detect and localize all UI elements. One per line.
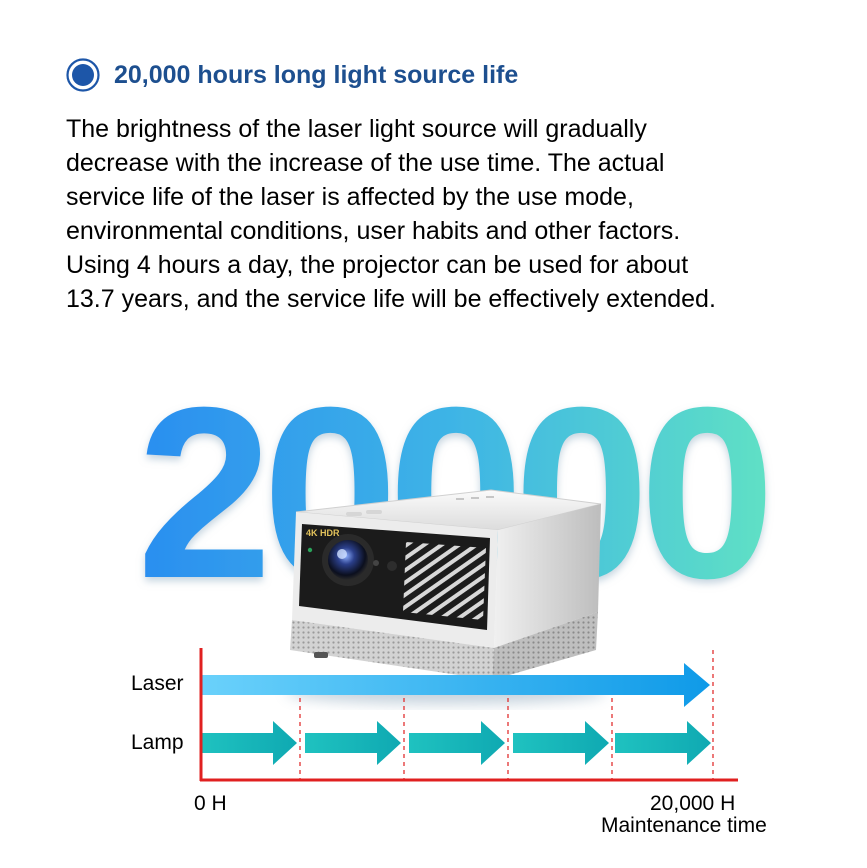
axis-caption: Maintenance time	[601, 814, 767, 837]
bullet-circle-icon	[66, 58, 100, 92]
laser-row-label: Laser	[131, 672, 184, 695]
axis-start-label: 0 H	[194, 792, 227, 815]
laser-arrow	[202, 663, 710, 707]
light-source-timeline	[199, 648, 738, 782]
description-line: environmental conditions, user habits an…	[66, 217, 681, 245]
axis-end-label: 20,000 H	[650, 792, 736, 815]
description-line: decrease with the increase of the use ti…	[66, 149, 665, 177]
lamp-arrow-segment	[615, 721, 711, 765]
lamp-row-label: Lamp	[131, 731, 184, 754]
projector-badge-text: 4K HDR	[306, 528, 340, 538]
description-line: Using 4 hours a day, the projector can b…	[66, 251, 689, 279]
lamp-arrow-segment	[201, 721, 297, 765]
description-line: 13.7 years, and the service life will be…	[66, 285, 716, 313]
section-title: 20,000 hours long light source life	[114, 60, 519, 89]
lamp-arrow-segment	[513, 721, 609, 765]
lamp-arrow-segment	[409, 721, 505, 765]
description-line: service life of the laser is affected by…	[66, 183, 634, 211]
lamp-arrow-segment	[305, 721, 401, 765]
description-line: The brightness of the laser light source…	[66, 115, 647, 143]
description-paragraph: The brightness of the laser light source…	[66, 112, 856, 316]
section-header: 20,000 hours long light source life	[66, 58, 518, 92]
projector-image: 4K HDR	[286, 489, 606, 704]
